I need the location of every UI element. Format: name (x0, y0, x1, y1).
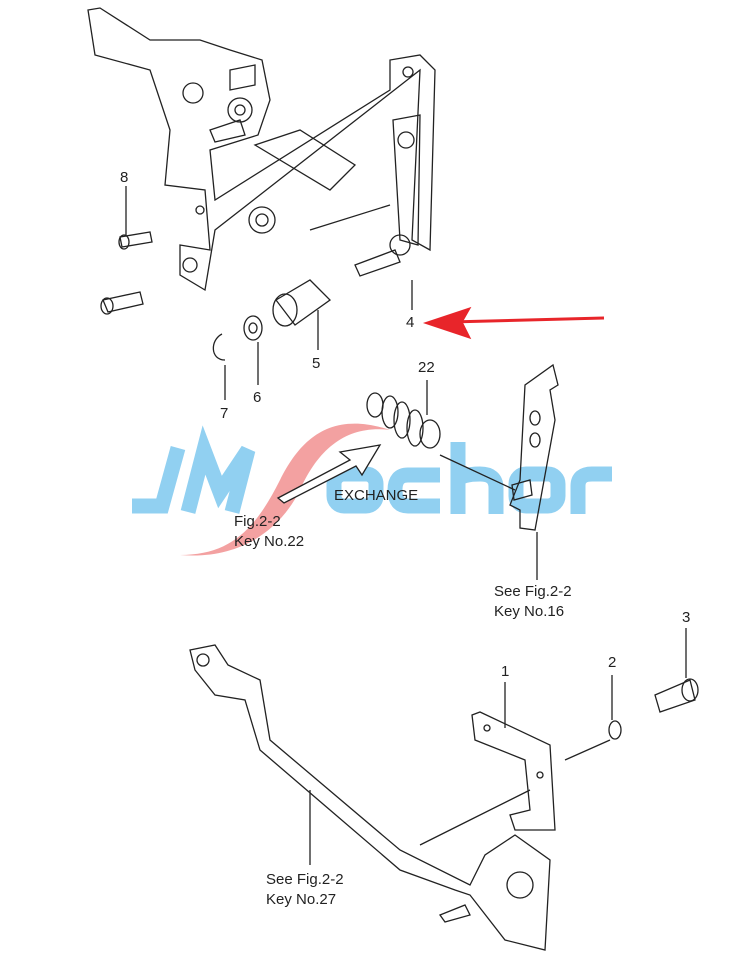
lever-16-icon (509, 363, 559, 580)
see16-line1: See Fig.2-2 (494, 583, 572, 600)
washer-6-icon (243, 315, 263, 385)
callout-4: 4 (406, 314, 415, 331)
screw-3-icon (654, 628, 699, 713)
bracket-1-icon (419, 682, 611, 846)
watermark-swoosh (180, 423, 390, 556)
callout-22: 22 (418, 359, 435, 376)
e-ring-7-icon (212, 333, 226, 400)
spring-22-icon (366, 380, 516, 491)
upper-frame-assembly (87, 7, 436, 292)
callout-8: 8 (120, 169, 129, 186)
screw-icon (100, 291, 144, 315)
washer-2-icon (608, 675, 622, 740)
pin-4-icon (354, 234, 411, 277)
watermark-letters (132, 425, 612, 514)
callout-5: 5 (312, 355, 321, 372)
exchange-label: EXCHANGE (334, 487, 419, 504)
collar-5-icon (272, 279, 332, 350)
screw-8-icon (118, 225, 153, 250)
see27-line1: See Fig.2-2 (266, 871, 344, 888)
exchange-arrow-icon (276, 444, 382, 504)
fig22-line2: Key No.22 (234, 533, 305, 550)
highlight-arrow-icon (422, 306, 605, 340)
lever-27-icon (189, 644, 551, 951)
callout-3: 3 (682, 609, 691, 626)
callout-7: 7 (220, 405, 229, 422)
callout-1: 1 (501, 663, 510, 680)
callout-6: 6 (253, 389, 262, 406)
fig22-line1: Fig.2-2 (234, 513, 281, 530)
callout-2: 2 (608, 654, 617, 671)
see16-line2: Key No.16 (494, 603, 565, 620)
see27-line2: Key No.27 (266, 891, 337, 908)
